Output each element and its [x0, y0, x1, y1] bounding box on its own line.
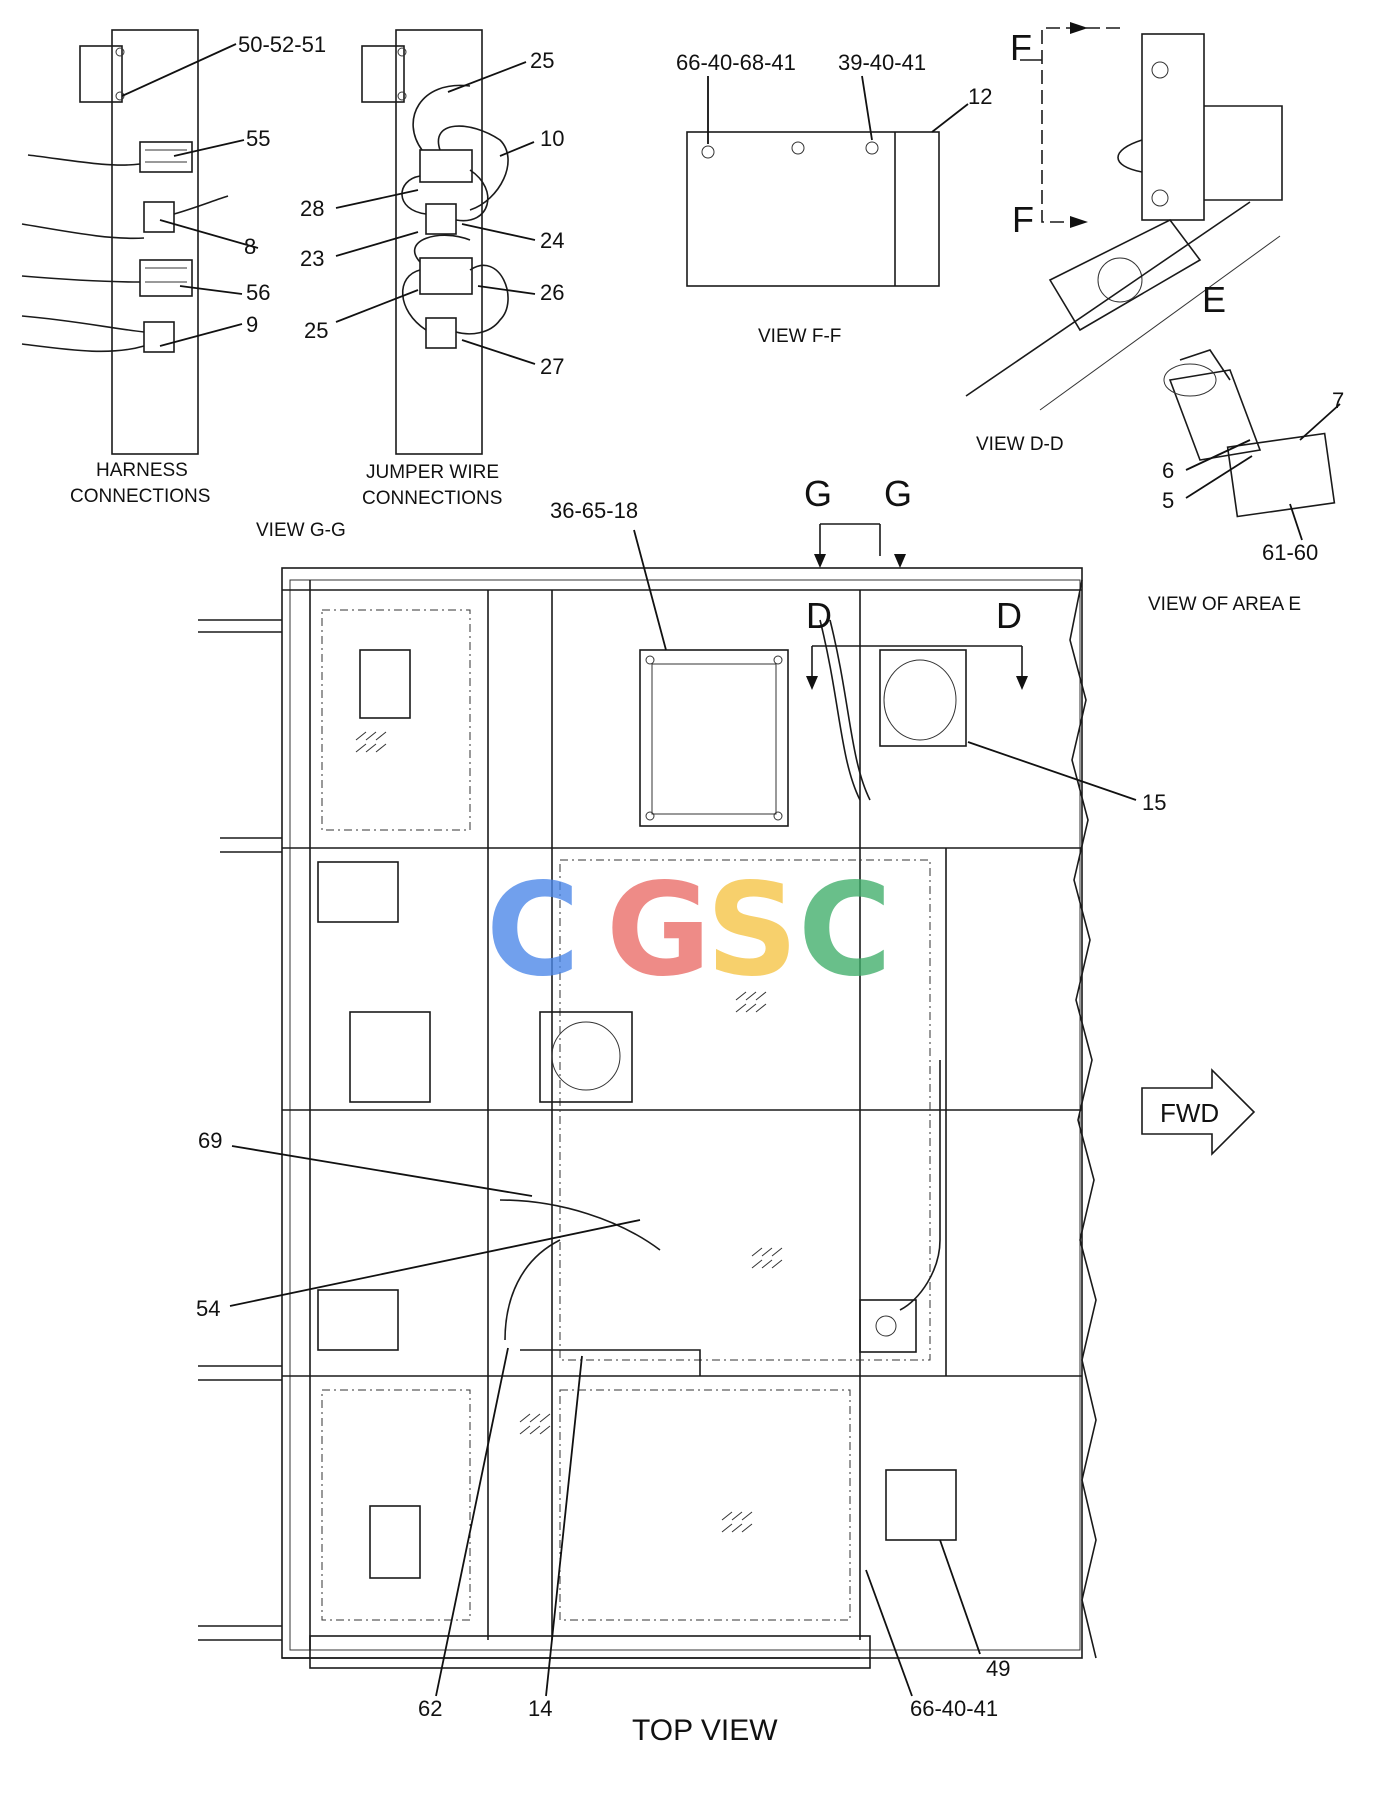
label-8: 8 — [244, 234, 256, 259]
caption-fwd: FWD — [1160, 1098, 1219, 1128]
caption-view-ff: VIEW F-F — [758, 326, 841, 347]
label-6: 6 — [1162, 458, 1174, 483]
section-letters: F F E G G D D — [804, 27, 1226, 636]
section-g-left: G — [804, 473, 832, 514]
watermark-letter-1: C — [486, 856, 580, 1005]
arrow-ff-bottom — [1070, 216, 1088, 228]
label-28: 28 — [300, 196, 324, 221]
label-69: 69 — [198, 1128, 222, 1153]
watermark-letter-2: G — [606, 856, 711, 1005]
caption-harness-2: CONNECTIONS — [70, 486, 210, 507]
label-5: 5 — [1162, 488, 1174, 513]
label-9: 9 — [246, 312, 258, 337]
view-ff-panel — [686, 131, 940, 287]
view-dd-panel — [965, 22, 1283, 411]
label-25-top: 25 — [530, 48, 554, 73]
label-23: 23 — [300, 246, 324, 271]
label-15: 15 — [1142, 790, 1166, 815]
caption-jumper-1: JUMPER WIRE — [366, 462, 499, 483]
jumper-wire-detail — [361, 29, 509, 455]
caption-view-area-e: VIEW OF AREA E — [1148, 594, 1301, 615]
harness-connections-detail — [21, 29, 229, 455]
label-61-60: 61-60 — [1262, 540, 1318, 565]
caption-view-gg: VIEW G-G — [256, 520, 346, 541]
caption-harness-1: HARNESS — [96, 460, 188, 481]
arrow-g-left — [814, 554, 826, 568]
label-10: 10 — [540, 126, 564, 151]
label-54: 54 — [196, 1296, 220, 1321]
caption-top-view: TOP VIEW — [632, 1714, 778, 1747]
arrow-g-right — [894, 554, 906, 568]
section-d-right: D — [996, 595, 1022, 636]
caption-view-dd: VIEW D-D — [976, 434, 1064, 455]
label-50-52-51: 50-52-51 — [238, 32, 326, 57]
label-66-40-41: 66-40-41 — [910, 1696, 998, 1721]
label-27: 27 — [540, 354, 564, 379]
section-d-left: D — [806, 595, 832, 636]
label-25-bottom: 25 — [304, 318, 328, 343]
watermark-letter-4: C — [798, 856, 892, 1005]
arrow-d-right — [1016, 676, 1028, 690]
label-14: 14 — [528, 1696, 552, 1721]
label-26: 26 — [540, 280, 564, 305]
section-e: E — [1202, 279, 1226, 320]
watermark-letter-3: S — [706, 856, 798, 1005]
label-12: 12 — [968, 84, 992, 109]
label-36-65-18: 36-65-18 — [550, 498, 638, 523]
top-view-drawing — [198, 523, 1097, 1669]
label-39-40-41: 39-40-41 — [838, 50, 926, 75]
label-56: 56 — [246, 280, 270, 305]
arrow-d-left — [806, 676, 818, 690]
caption-jumper-2: CONNECTIONS — [362, 488, 502, 509]
label-55: 55 — [246, 126, 270, 151]
fwd-arrow — [1141, 1068, 1256, 1156]
view-captions: HARNESS CONNECTIONS JUMPER WIRE CONNECTI… — [70, 326, 1301, 1747]
label-66-40-68-41: 66-40-68-41 — [676, 50, 796, 75]
label-7: 7 — [1332, 388, 1344, 413]
label-62: 62 — [418, 1696, 442, 1721]
label-49: 49 — [986, 1656, 1010, 1681]
section-f-bottom: F — [1012, 199, 1034, 240]
leader-lines — [121, 43, 1341, 1697]
label-24: 24 — [540, 228, 564, 253]
view-area-e-panel — [1163, 349, 1336, 518]
section-f-top: F — [1010, 27, 1032, 68]
cgsc-watermark: C G S C — [486, 856, 892, 1005]
section-g-right: G — [884, 473, 912, 514]
callout-labels: 50-52-51 55 8 56 9 25 10 28 24 23 26 25 … — [196, 32, 1344, 1721]
arrow-ff-top — [1070, 22, 1088, 34]
